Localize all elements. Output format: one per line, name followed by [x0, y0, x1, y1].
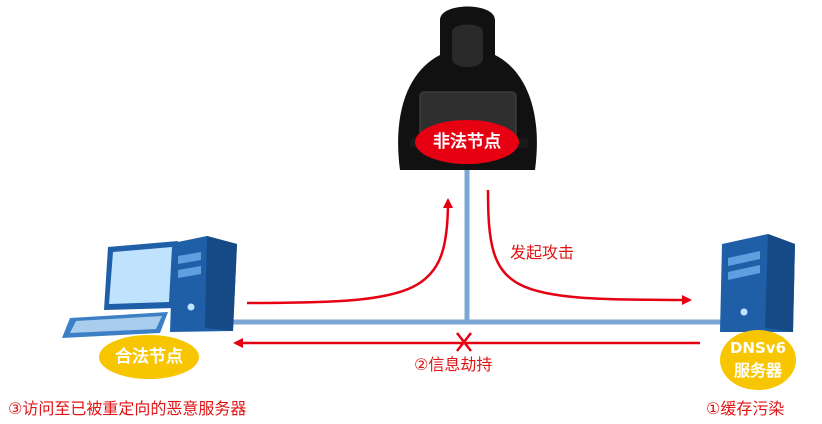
redirect-caption: ③访问至已被重定向的恶意服务器: [8, 399, 247, 418]
attacker-oval: [415, 120, 519, 164]
attacker-label: 非法节点: [433, 131, 501, 152]
dns-label-line2: 服务器: [733, 361, 782, 381]
cross-mark-icon: [456, 332, 472, 352]
node-ovals: [99, 120, 796, 390]
arrow-legit-to-attacker: [246, 198, 453, 305]
desktop-computer-icon: [62, 236, 237, 338]
legit-label: 合法节点: [115, 346, 183, 367]
legit-oval: [99, 335, 199, 379]
dns-label-line1: DNSv6: [729, 338, 787, 357]
arrow-attacker-to-dns: [486, 189, 692, 305]
bus-lines: [230, 170, 722, 325]
hijack-caption: ②信息劫持: [414, 355, 493, 374]
server-tower-icon: [720, 234, 795, 332]
launch-attack-caption: 发起攻击: [510, 243, 575, 262]
cache-poison-caption: ①缓存污染: [706, 399, 785, 418]
attack-arrows: [233, 189, 700, 348]
dns-oval: [720, 330, 796, 390]
